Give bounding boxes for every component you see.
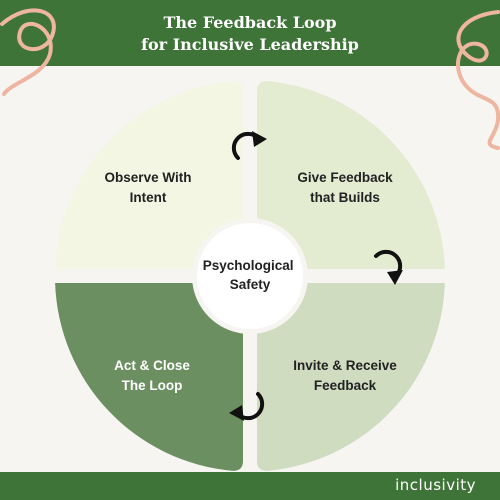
quadrant-label-line: The Loop bbox=[122, 378, 183, 393]
arrow-icon-right bbox=[374, 249, 403, 285]
quadrant-top-left bbox=[55, 81, 243, 269]
center-label: Psychological Safety bbox=[203, 258, 298, 292]
quadrant-label-line: Intent bbox=[130, 190, 167, 205]
quadrant-bottom-left bbox=[55, 283, 243, 471]
title-line-1: The Feedback Loop bbox=[163, 13, 337, 32]
header-bar bbox=[0, 0, 500, 66]
brand-logo: inclusivity bbox=[395, 476, 476, 494]
center-circle bbox=[197, 223, 303, 329]
arrow-icon-bottom bbox=[229, 392, 265, 421]
quadrant-label-line: Act & Close bbox=[114, 358, 190, 373]
quadrant-label-top-right: Give Feedback that Builds bbox=[297, 170, 393, 205]
quadrant-label-line: Feedback bbox=[314, 378, 377, 393]
arrow-icon-top bbox=[231, 131, 267, 160]
center-label-line-1: Psychological bbox=[203, 258, 294, 273]
quadrant-label-line: that Builds bbox=[310, 190, 380, 205]
quadrant-top-right bbox=[257, 81, 445, 269]
quadrant-label-line: Invite & Receive bbox=[293, 358, 397, 373]
footer-bar: inclusivity bbox=[0, 472, 500, 500]
title-line-2: for Inclusive Leadership bbox=[141, 35, 359, 54]
page-title: The Feedback Loop for Inclusive Leadersh… bbox=[0, 12, 500, 56]
quadrant-bottom-right bbox=[257, 283, 445, 471]
center-label-line-2: Safety bbox=[230, 277, 271, 292]
quadrant-label-line: Give Feedback bbox=[297, 170, 393, 185]
quadrant-label-line: Observe With bbox=[105, 170, 192, 185]
